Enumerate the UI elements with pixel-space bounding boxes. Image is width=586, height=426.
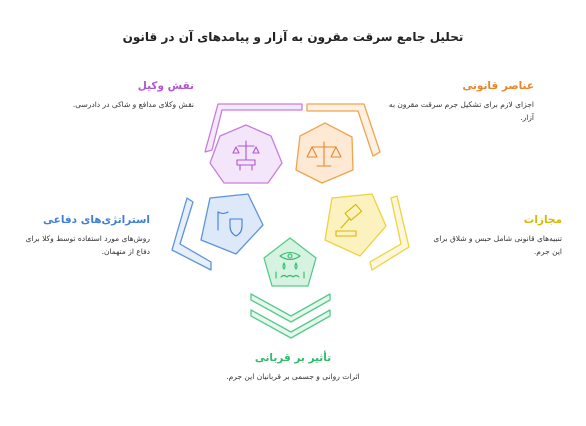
desc-lawyer-role: نقش وکلای مدافع و شاکی در دادرسی. bbox=[72, 100, 194, 109]
outer-band-legal bbox=[306, 103, 381, 157]
label-victim-impact: تأثیر بر قربانی اثرات روانی و جسمی بر قر… bbox=[200, 352, 386, 383]
heading-victim-impact: تأثیر بر قربانی bbox=[254, 352, 332, 364]
segment-penalties bbox=[324, 193, 410, 271]
crying-face-icon bbox=[275, 251, 305, 279]
outer-band-victim-2 bbox=[250, 309, 331, 339]
pentagon-victim bbox=[263, 237, 317, 287]
heading-penalties: مجازات bbox=[523, 214, 562, 226]
desc-defense-strategies: روش‌های مورد استفاده توسط وکلا برای دفاع… bbox=[25, 234, 150, 256]
pentagon-strategy bbox=[200, 193, 264, 255]
outer-band-penalty bbox=[369, 195, 410, 271]
segment-legal-elements bbox=[295, 103, 381, 184]
gavel-icon bbox=[335, 203, 363, 237]
segment-victim-impact bbox=[250, 237, 331, 339]
segment-lawyer-role bbox=[204, 103, 303, 184]
label-penalties: مجازات تنبیه‌های قانونی شامل حبس و شلاق … bbox=[424, 214, 562, 258]
outer-band-victim-1 bbox=[250, 293, 331, 323]
label-legal-elements: عناصر قانونی اجزای لازم برای تشکیل جرم س… bbox=[384, 80, 534, 124]
scales-icon bbox=[306, 141, 342, 167]
lectern-scales-icon bbox=[232, 140, 260, 171]
label-defense-strategies: استراتژی‌های دفاعی روش‌های مورد استفاده … bbox=[20, 214, 150, 258]
strategy-shield-icon bbox=[217, 211, 243, 237]
pentagon-penalty bbox=[324, 193, 387, 257]
outer-band-lawyer bbox=[204, 103, 303, 153]
segment-defense-strategies bbox=[171, 193, 264, 271]
outer-band-strategy bbox=[171, 197, 212, 271]
diagram-title: تحلیل جامع سرقت مقرون به آزار و پیامدهای… bbox=[122, 30, 464, 44]
heading-lawyer-role: نقش وکیل bbox=[137, 80, 194, 92]
desc-penalties: تنبیه‌های قانونی شامل حبس و شلاق برای ای… bbox=[433, 234, 562, 256]
heading-defense-strategies: استراتژی‌های دفاعی bbox=[43, 214, 150, 226]
desc-victim-impact: اثرات روانی و جسمی بر قربانیان این جرم. bbox=[226, 372, 360, 381]
desc-legal-elements: اجزای لازم برای تشکیل جرم سرقت مقرون به … bbox=[388, 100, 534, 122]
heading-legal-elements: عناصر قانونی bbox=[462, 80, 534, 92]
label-lawyer-role: نقش وکیل نقش وکلای مدافع و شاکی در دادرس… bbox=[40, 80, 194, 111]
